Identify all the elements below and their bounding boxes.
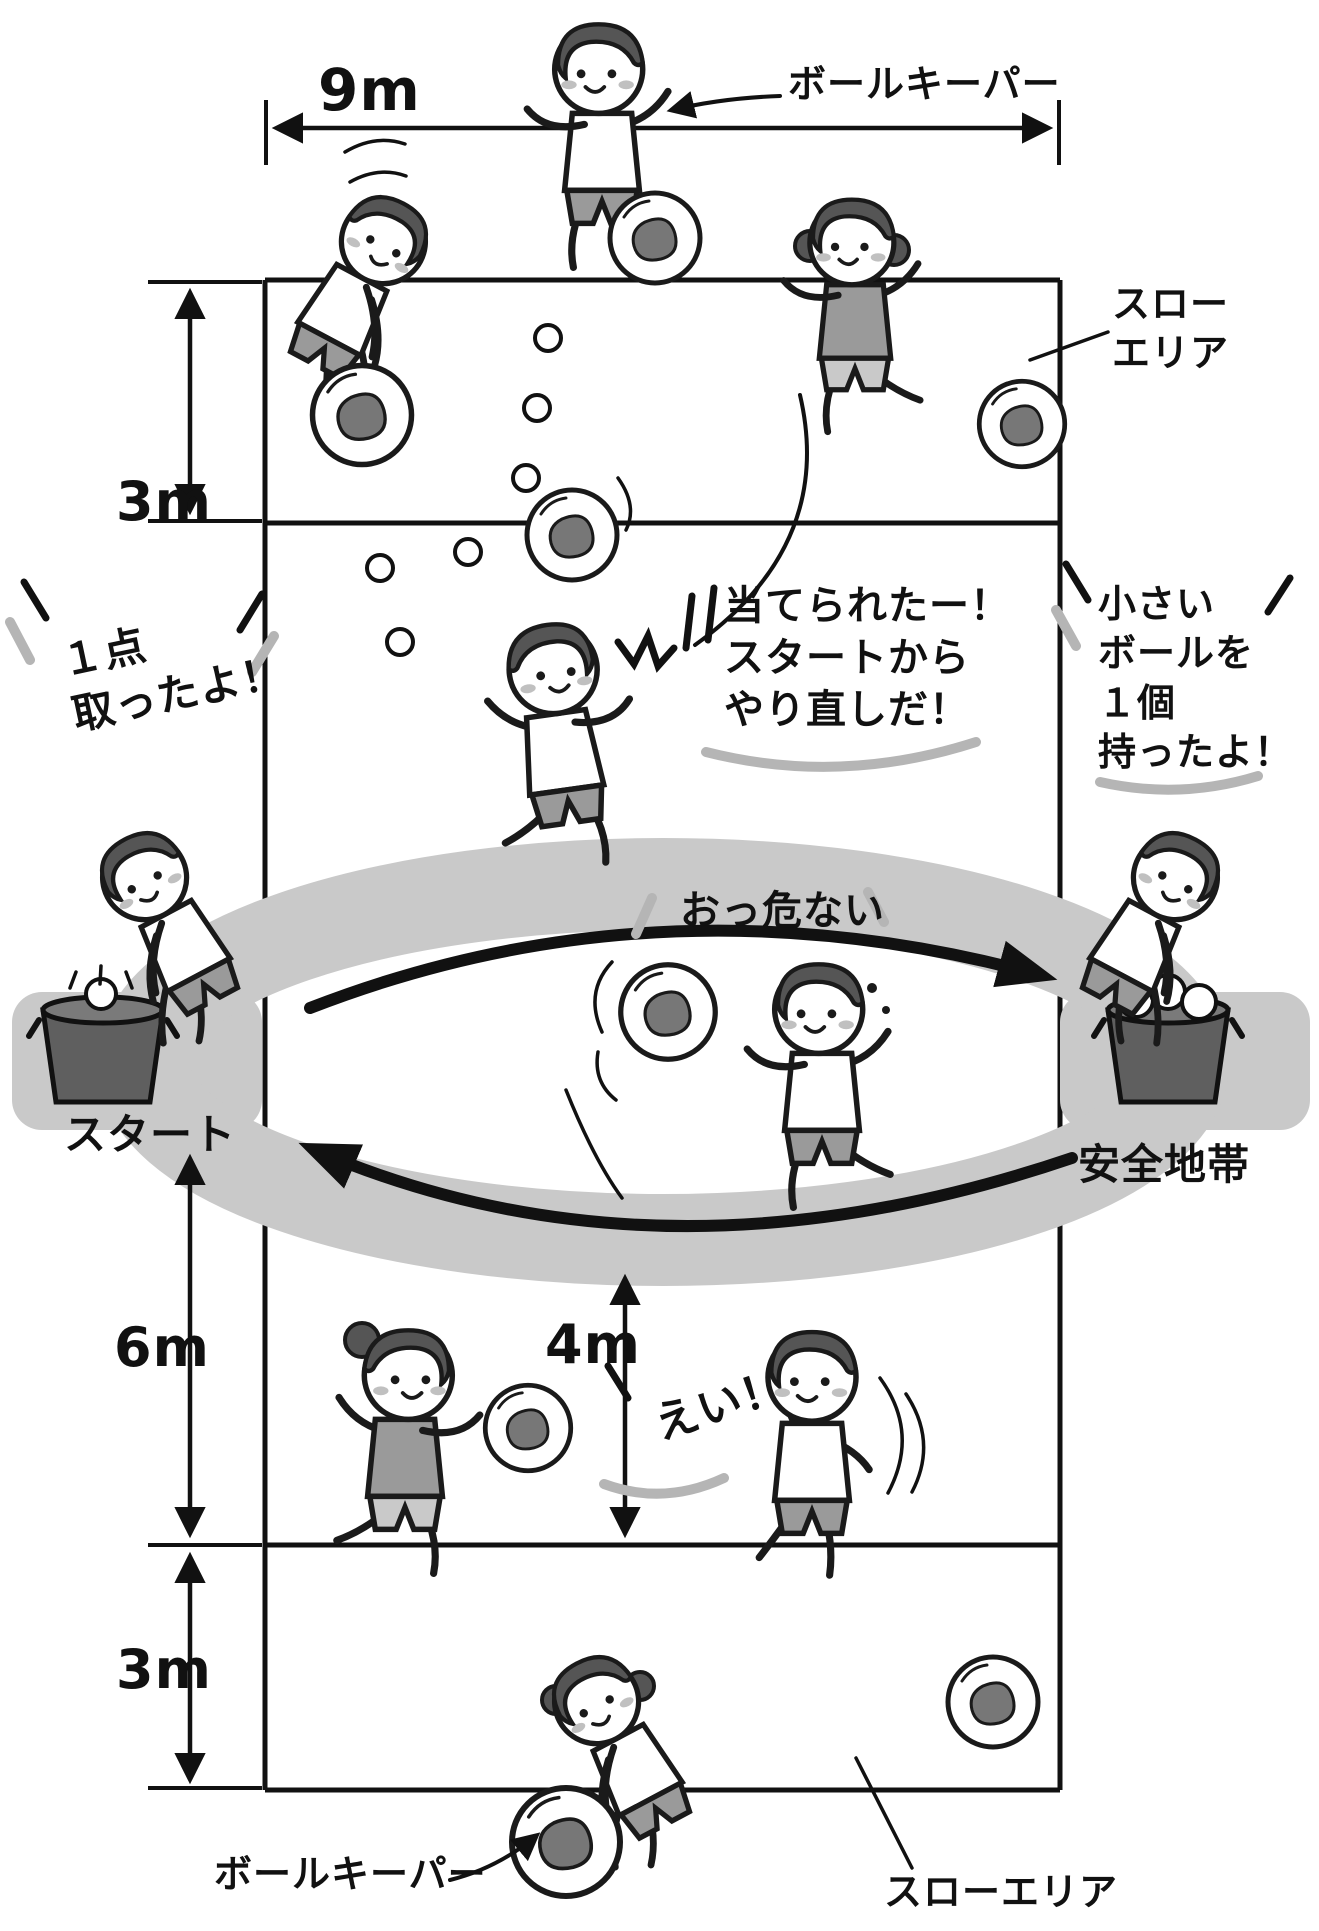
court-outline <box>262 277 1063 1793</box>
sweat-drop <box>867 983 877 993</box>
throw-area-top-pointer <box>1028 330 1110 362</box>
children <box>80 24 1240 1867</box>
drop-motion-dashes <box>68 964 134 990</box>
impact-spark <box>614 626 678 673</box>
speech-small-ball-line3: １個 <box>1098 680 1177 725</box>
dimension-court-width: 9m <box>318 56 421 124</box>
label-pointers <box>448 91 1110 1882</box>
dimension-top-throw-zone: 3m <box>116 470 212 533</box>
dimension-bottom-throw-zone: 3m <box>116 1638 212 1701</box>
label-throw-area-top-line2: エリア <box>1112 331 1230 376</box>
ball-keeper-top-pointer <box>666 91 782 119</box>
speech-emphasis <box>5 560 1294 1499</box>
speech-small-ball-line1: 小さい <box>1098 582 1216 626</box>
label-throw-area-top: スロー エリア <box>1112 280 1229 379</box>
ball-in-girls-hands <box>485 1385 571 1471</box>
ball-trail <box>365 323 563 657</box>
ball-keeper-bottom-pointer <box>448 1832 541 1882</box>
ball-top-center <box>610 193 700 283</box>
child-girl-bottom-left <box>337 1330 480 1573</box>
label-throw-area-bottom: スローエリア <box>884 1870 1119 1914</box>
label-throw-area-top-line1: スロー <box>1112 282 1230 326</box>
child-running-center <box>747 964 890 1207</box>
speech-small-ball-line2: ボールを <box>1098 631 1255 676</box>
speech-hit-line1: 当てられたー！ <box>724 583 1011 629</box>
speech-got-small-ball: 小さい ボールを １個 持ったよ！ <box>1098 580 1293 778</box>
circuit-arrow-right <box>304 924 1058 1014</box>
sweat-drop <box>882 1006 890 1014</box>
label-safety-zone: 安全地帯 <box>1078 1140 1251 1189</box>
balls <box>313 193 1065 1896</box>
speech-hit-restart: 当てられたー！ スタートから やり直しだ！ <box>724 580 1011 736</box>
speech-hit-line2: スタートから <box>724 635 970 681</box>
dimension-mid-zone: 6m <box>114 1316 210 1379</box>
circuit-arrows <box>298 924 1078 1233</box>
throw-area-bottom-pointer <box>854 1756 914 1870</box>
speech-hit-line3: やり直しだ！ <box>724 687 970 733</box>
speech-watch-out: おっ危ない <box>680 888 885 934</box>
ball-falling-center <box>527 490 617 580</box>
ball-bottom-right <box>948 1657 1038 1747</box>
motion-lines <box>343 138 926 1495</box>
label-ball-keeper-bottom: ボールキーパー <box>214 1852 487 1896</box>
circuit-arrow-left <box>298 1142 1078 1233</box>
label-ball-keeper-top: ボールキーパー <box>788 62 1061 106</box>
ball-top-left <box>313 366 412 465</box>
label-start: スタート <box>64 1110 237 1159</box>
dimension-center-span: 4m <box>545 1313 641 1376</box>
speech-small-ball-line4: 持ったよ！ <box>1098 730 1294 775</box>
ball-center-runner <box>621 965 716 1060</box>
ball-top-right <box>979 381 1065 467</box>
